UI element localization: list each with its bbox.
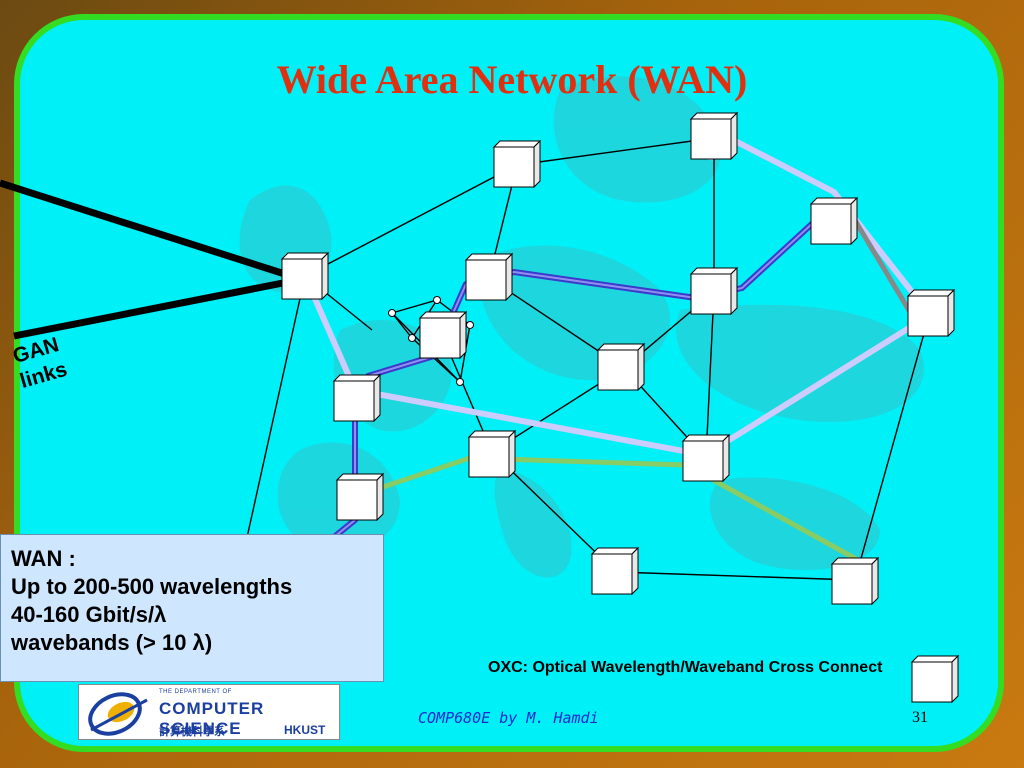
- oxc-cube-icon: [336, 473, 384, 521]
- logo-dept-text: THE DEPARTMENT OF: [159, 689, 232, 695]
- oxc-cube-icon: [465, 253, 513, 301]
- oxc-cube-icon: [419, 311, 467, 359]
- slide-title: Wide Area Network (WAN): [276, 57, 748, 102]
- page-number: 31: [912, 709, 928, 726]
- oxc-cube-icon: [468, 430, 516, 478]
- oxc-cube-icon: [907, 289, 955, 337]
- wan-wavelengths: Up to 200-500 wavelengths: [11, 574, 293, 599]
- oxc-caption: OXC: Optical Wavelength/Waveband Cross C…: [488, 659, 883, 676]
- europe-map-background: [239, 76, 924, 578]
- oxc-cube-icon: [690, 267, 738, 315]
- wan-heading: WAN :: [11, 546, 76, 571]
- oxc-cube-icon: [333, 374, 381, 422]
- oxc-cube-icon: [831, 557, 879, 605]
- mini-nodes: [388, 296, 474, 386]
- gan-links: [0, 179, 290, 340]
- oxc-cube-icon: [682, 434, 730, 482]
- logo-school-text: HKUST: [284, 723, 326, 737]
- footer-credit: COMP680E by M. Hamdi: [418, 709, 599, 727]
- oxc-cube-icon: [493, 140, 541, 188]
- logo-name-text: COMPUTER SCIENCE: [159, 699, 265, 738]
- logo-emblem-icon: [88, 692, 148, 736]
- oxc-cube-icon: [281, 252, 329, 300]
- oxc-cube-icon: [597, 343, 645, 391]
- oxc-legend-cube-icon: [911, 655, 959, 703]
- hkust-logo-icon: THE DEPARTMENT OF COMPUTER SCIENCE 計算機科學…: [78, 684, 340, 740]
- lavender-lightpath: [302, 127, 933, 458]
- green-lightpath: [367, 455, 860, 563]
- oxc-cube-icon: [591, 547, 639, 595]
- wan-bitrate: 40-160 Gbit/s/λ: [11, 602, 167, 627]
- oxc-cube-icon: [810, 197, 858, 245]
- oxc-cube-icon: [690, 112, 738, 160]
- wan-wavebands: wavebands (> 10 λ): [11, 630, 213, 655]
- wan-info-box: WAN : Up to 200-500 wavelengths 40-160 G…: [0, 534, 384, 682]
- logo-chinese-text: 計算機科學系: [159, 726, 225, 738]
